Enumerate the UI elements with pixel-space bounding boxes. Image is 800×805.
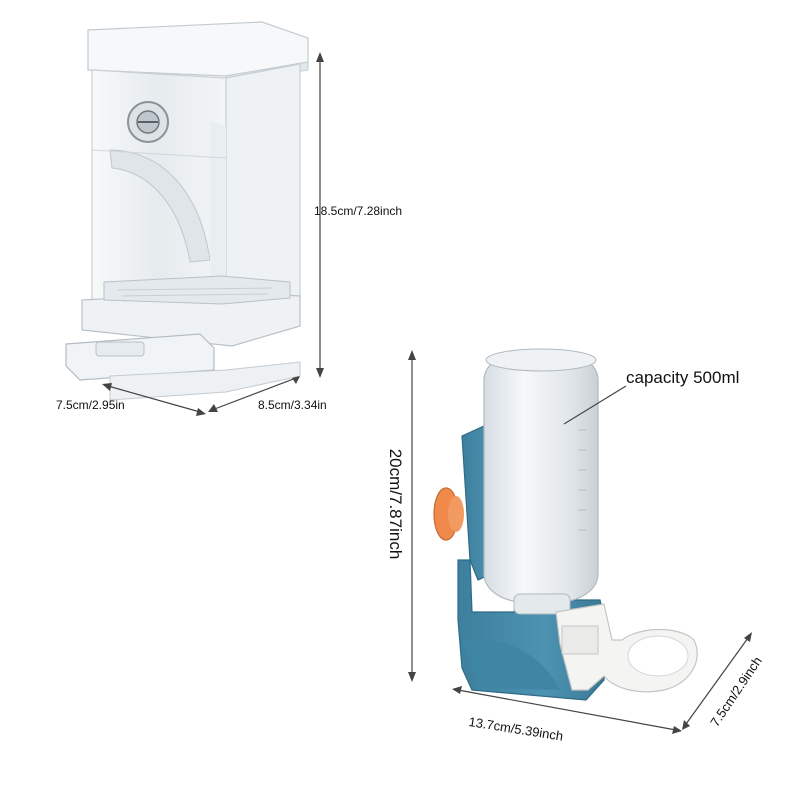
water-dispenser (433, 348, 698, 701)
feeder-depth-label: 8.5cm/3.34in (258, 398, 327, 412)
acrylic-feeder (65, 21, 309, 401)
dispenser-dimension-lines (408, 350, 752, 734)
feeder-dimension-lines (102, 52, 324, 416)
dispenser-height-label: 20cm/7.87inch (386, 448, 405, 560)
feeder-width-label: 7.5cm/2.95in (56, 398, 125, 412)
feeder-height-label: 18.5cm/7.28inch (314, 204, 403, 218)
capacity-label: capacity 500ml (626, 368, 740, 387)
